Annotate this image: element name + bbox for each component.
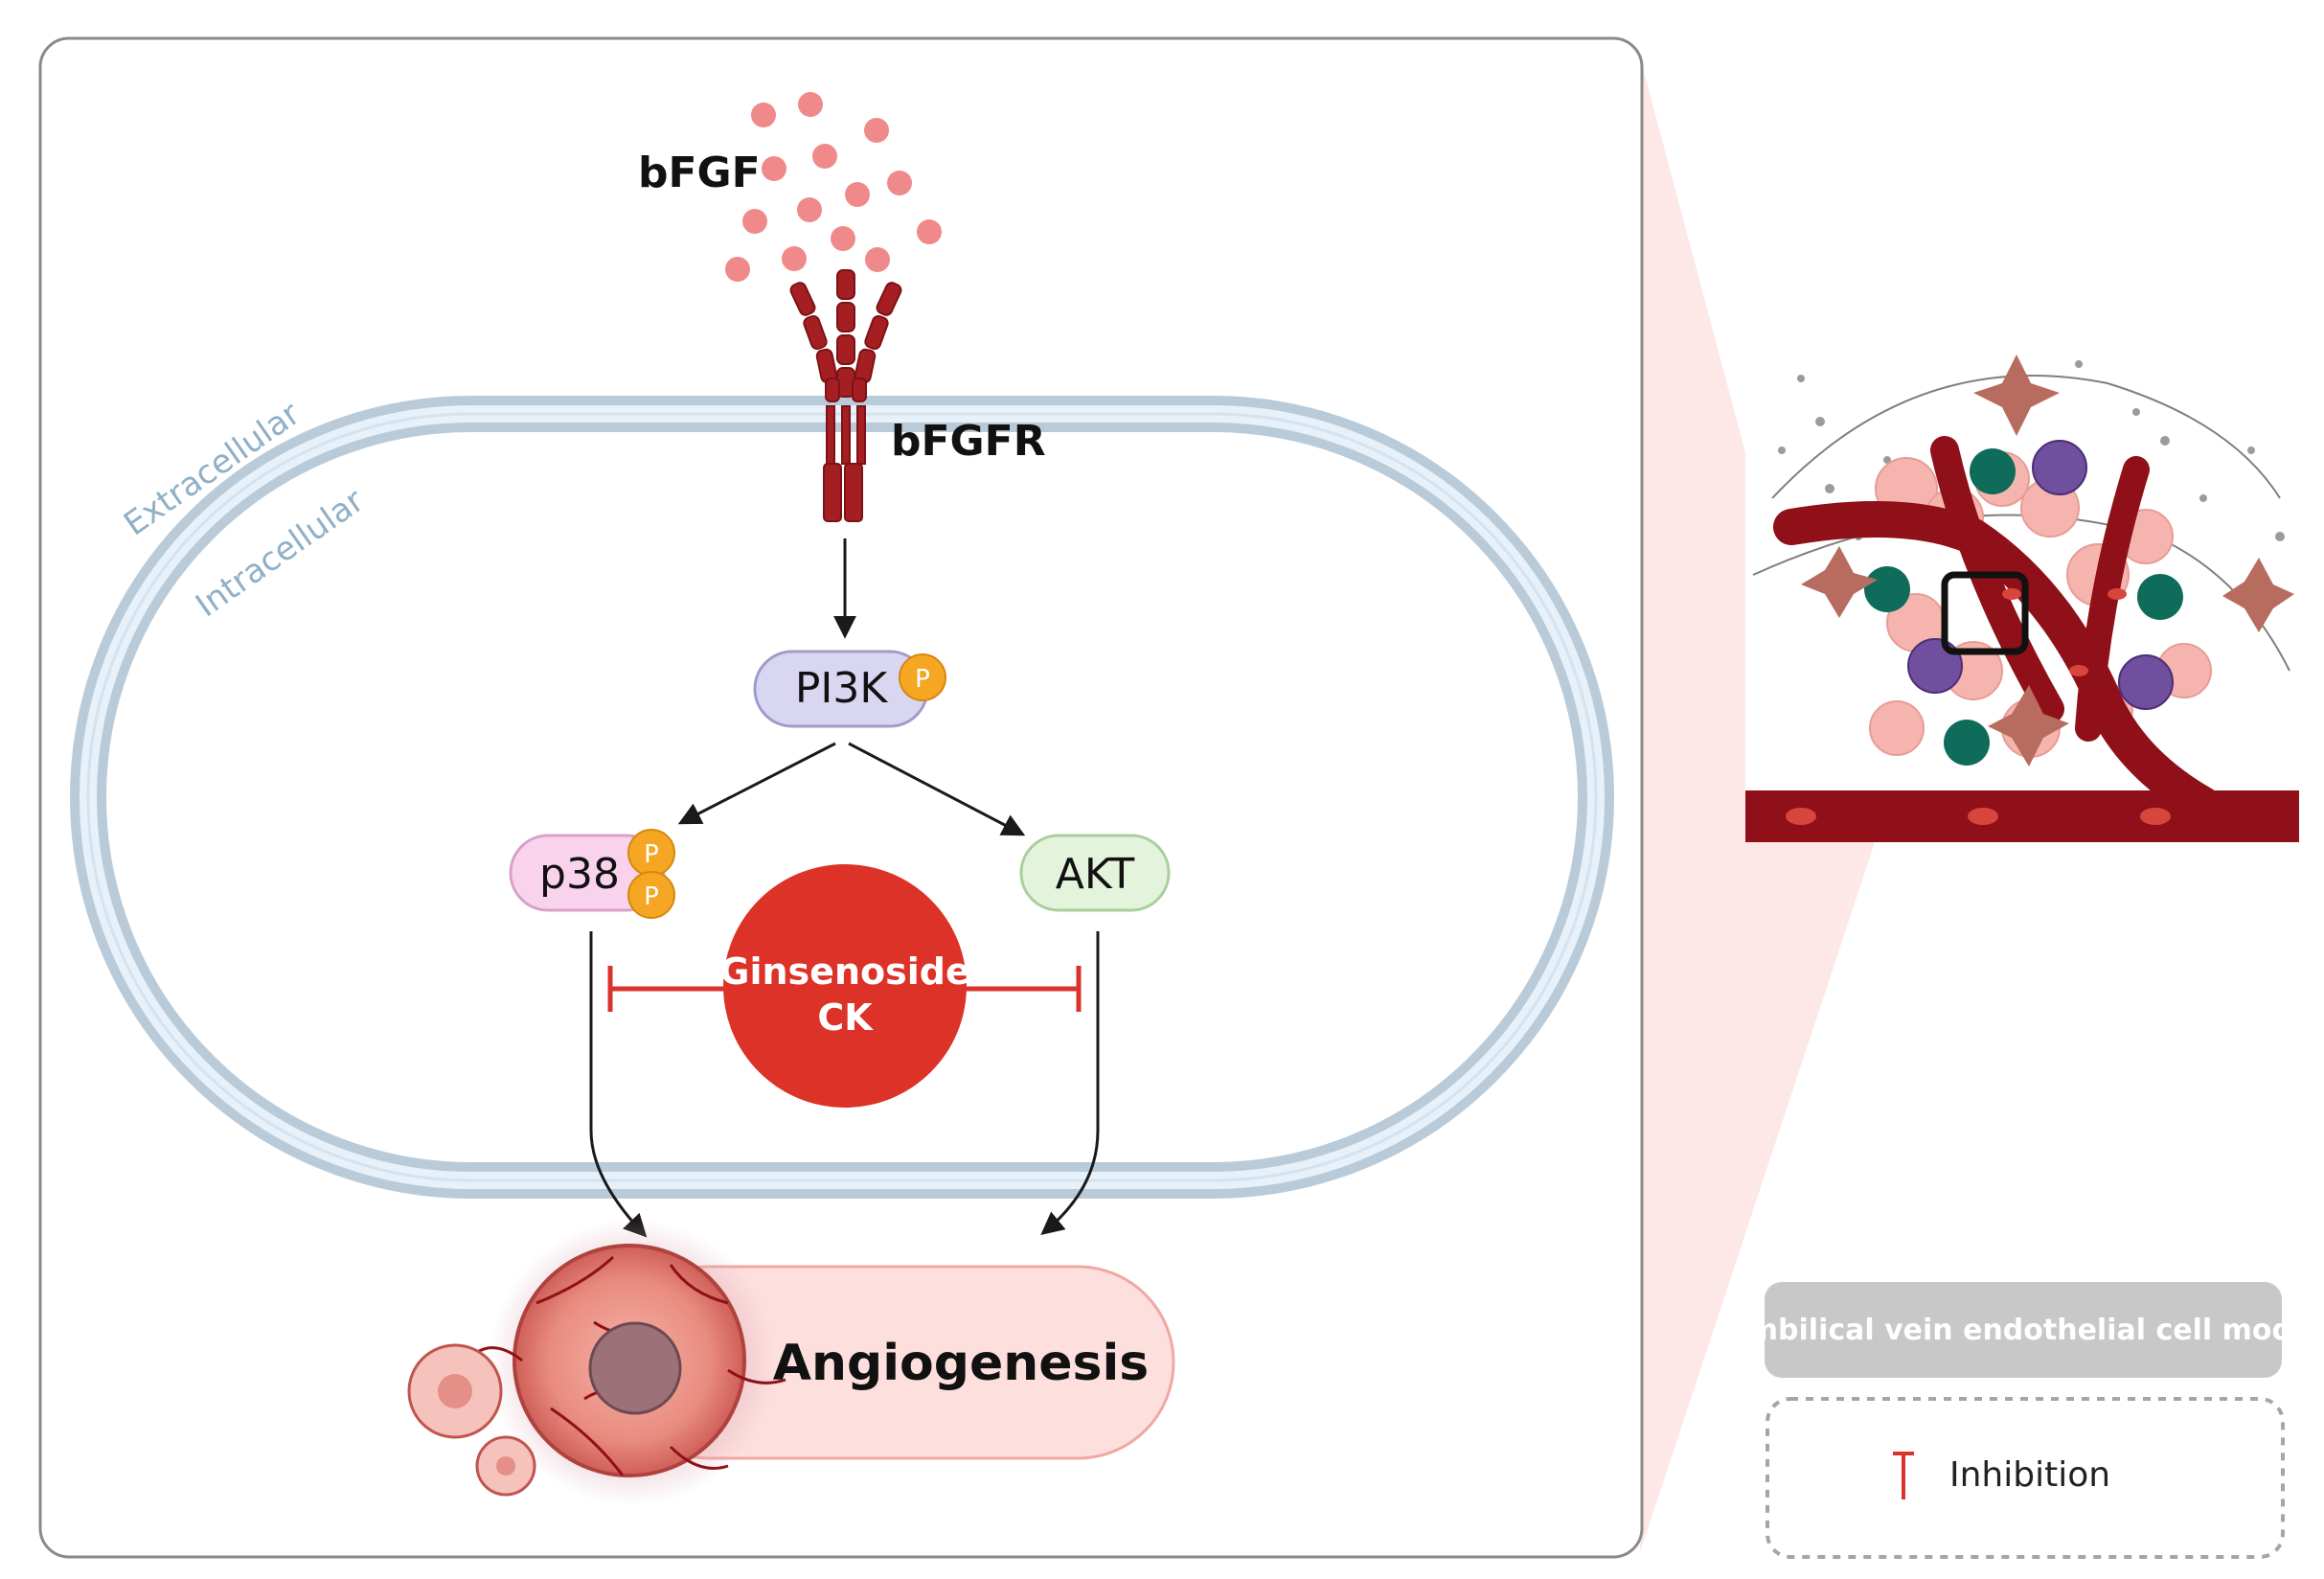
zoom-highlight-box (1941, 571, 2029, 655)
pi3k-node: PI3K P (753, 650, 946, 728)
tumor-satellite-1-core (438, 1374, 472, 1408)
drug-name-line2: CK (817, 996, 874, 1039)
pi3k-label: PI3K (795, 664, 889, 713)
blood-vessel-branch-3 (2075, 456, 2150, 742)
akt-node: AKT (1019, 834, 1171, 912)
bfgfr-label: bFGFR (891, 417, 1046, 466)
tissue-inset (1745, 355, 2299, 842)
arrow-akt-to-angiogenesis (1040, 931, 1100, 1236)
p38-label: p38 (539, 850, 620, 899)
p38-node: p38 P P (509, 829, 675, 919)
p38-phospho-badge-2 (627, 871, 675, 919)
inhibition-to-p38 (607, 966, 728, 1012)
arrow-pi3k-to-akt (848, 742, 1026, 836)
legend-inhibition-label: Inhibition (1949, 1455, 2110, 1495)
inhibition-to-akt (963, 966, 1082, 1012)
tumor-satellite-2-core (496, 1456, 515, 1476)
legend-box (1766, 1397, 2285, 1559)
angiogenesis-outcome: Angiogenesis (407, 1219, 1175, 1506)
tumor-core (588, 1321, 682, 1415)
blood-vessel-main (1745, 790, 2299, 842)
pi3k-phospho-label: P (915, 665, 930, 694)
drug-name-line1: Ginsenoside (719, 950, 969, 993)
bfgf-ligand-dots (725, 92, 942, 282)
ginsenoside-ck-drug: Ginsenoside CK (719, 864, 970, 1108)
model-label-box (1765, 1282, 2282, 1378)
akt-label: AKT (1056, 850, 1135, 899)
purple-immune-cells (1907, 440, 2174, 710)
p38-phospho-label-2: P (644, 882, 659, 911)
pi3k-phospho-badge (899, 653, 946, 701)
fiber-1 (1771, 375, 2281, 499)
blood-vessel-branch-1 (1773, 501, 2221, 823)
arrow-pi3k-to-p38 (677, 742, 836, 825)
red-blood-cells (1786, 588, 2171, 825)
bfgfr-receptor (789, 269, 902, 522)
fibroblast-cells (1801, 355, 2294, 767)
p38-phospho-label-1: P (644, 840, 659, 869)
bfgf-label: bFGF (638, 149, 761, 197)
inhibition-symbol (1893, 1452, 1914, 1499)
model-label: Umbilical vein endothelial cell model (1724, 1314, 2321, 1347)
green-immune-cells (1864, 448, 2183, 766)
angiogenesis-label: Angiogenesis (773, 1335, 1150, 1392)
background-particles (1778, 360, 2285, 541)
